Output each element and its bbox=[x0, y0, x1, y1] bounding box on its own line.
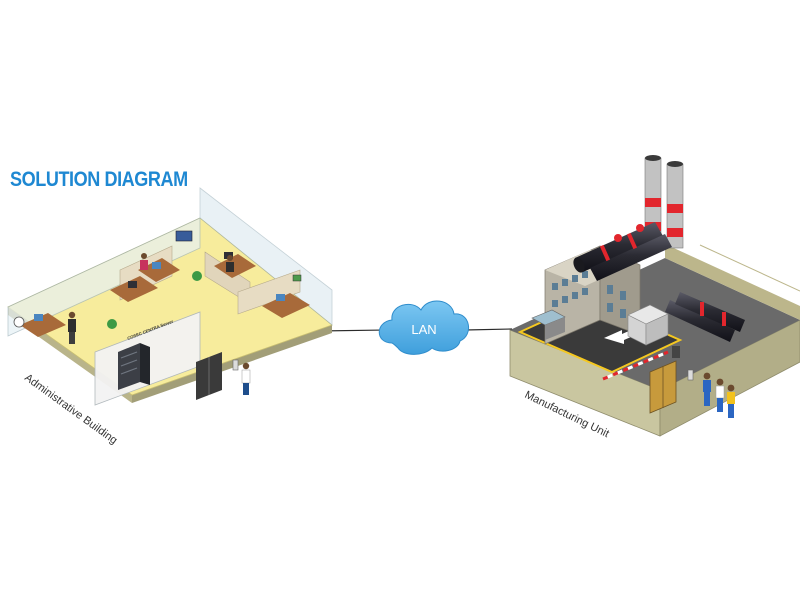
plant-icon bbox=[192, 271, 202, 281]
lan-link-factory bbox=[464, 328, 513, 331]
wall-clock-icon bbox=[13, 316, 25, 328]
boom-barrier bbox=[602, 350, 669, 381]
workstation-desk bbox=[138, 258, 180, 282]
page-title: SOLUTION DIAGRAM bbox=[10, 168, 188, 191]
workstation-desk bbox=[262, 293, 310, 318]
wall-map-icon bbox=[175, 230, 193, 242]
employee-figure bbox=[226, 255, 234, 272]
administrative-building: COSEC CENTRA Server bbox=[7, 187, 333, 406]
worker-figure bbox=[727, 384, 735, 418]
worker-figure bbox=[715, 378, 725, 412]
workstation-desk bbox=[110, 276, 158, 302]
workstation-desk bbox=[20, 313, 66, 337]
pipe-system bbox=[573, 222, 745, 342]
plant-icon bbox=[107, 319, 117, 329]
lan-cloud: LAN bbox=[378, 300, 469, 355]
employee-figure bbox=[140, 253, 148, 270]
employee-figure bbox=[68, 311, 76, 344]
worker-figure bbox=[703, 372, 711, 406]
lan-label: LAN bbox=[411, 322, 436, 337]
manufacturing-unit bbox=[509, 155, 800, 437]
chimney bbox=[666, 161, 684, 249]
transformer-unit bbox=[627, 304, 669, 346]
employee-figure bbox=[241, 362, 251, 395]
